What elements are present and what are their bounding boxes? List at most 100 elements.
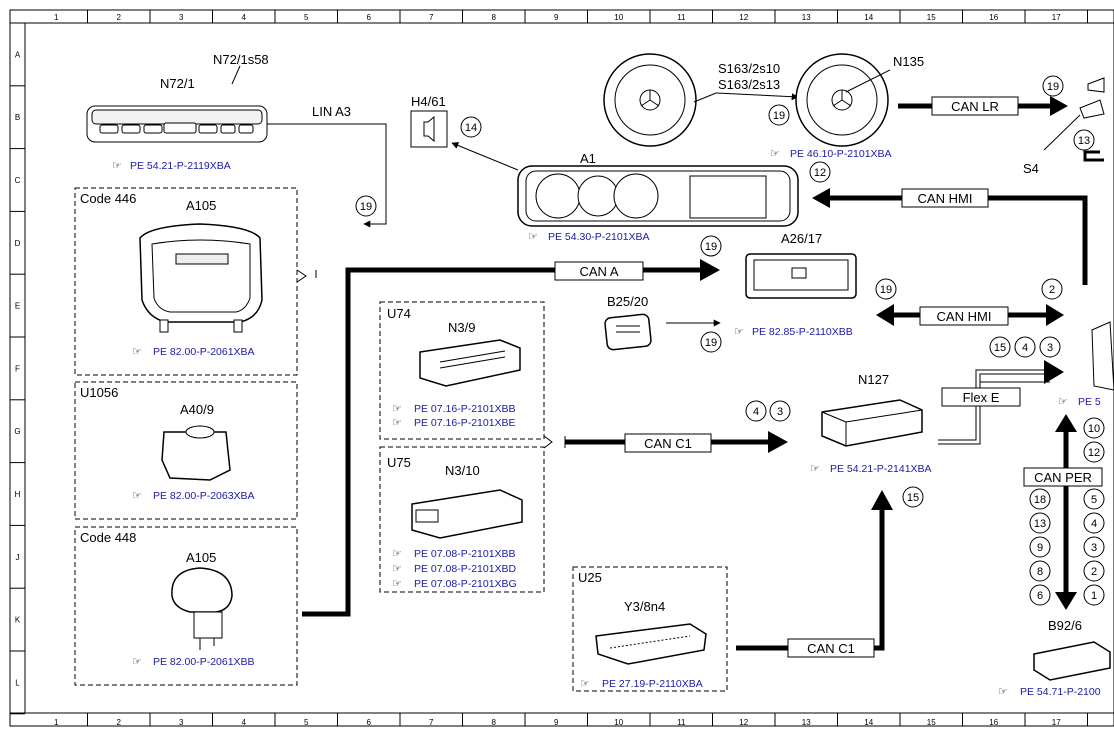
n3-10-ref-3[interactable]: PE 07.08-P-2101XBG <box>414 578 517 590</box>
hand-pointer-icon: ☞ <box>770 148 780 160</box>
a26-17-ref[interactable]: PE 82.85-P-2110XBB <box>752 326 853 338</box>
circle-number-text: 2 <box>1091 566 1097 578</box>
circle-number-text: 4 <box>1091 518 1097 530</box>
code446-ref[interactable]: PE 82.00-P-2061XBA <box>153 346 255 358</box>
n3-9-ref-1[interactable]: PE 07.16-P-2101XBB <box>414 403 516 415</box>
circle-number-text: 10 <box>1088 423 1100 435</box>
n3-10-ref-2[interactable]: PE 07.08-P-2101XBD <box>414 563 517 575</box>
grid-col-label: 9 <box>554 718 559 727</box>
flex-e-number-3: 3 <box>1047 342 1053 354</box>
a1-label: A1 <box>580 151 596 166</box>
grid-col-label: 2 <box>117 13 122 22</box>
grid-col-label: 7 <box>429 718 434 727</box>
u74-group: U74 N3/9 ☞ PE 07.16-P-2101XBB ☞ PE 07.16… <box>379 301 545 440</box>
grid-col-label: 7 <box>429 13 434 22</box>
right-edge-module: ☞ PE 5 <box>1058 321 1114 408</box>
grid-row-label: J <box>16 553 20 562</box>
u74-title: U74 <box>387 306 411 321</box>
lin-a3-label: LIN A3 <box>312 104 351 119</box>
grid-col-label: 14 <box>864 13 873 22</box>
n72-1-ref[interactable]: PE 54.21-P-2119XBA <box>130 160 231 172</box>
grid-col-label: 10 <box>614 13 623 22</box>
grid-col-label: 6 <box>367 718 372 727</box>
hand-pointer-icon: ☞ <box>392 417 402 429</box>
circle-number-text: 8 <box>1037 566 1043 578</box>
circle-number-badge <box>1029 560 1051 582</box>
circle-number-badge <box>1083 536 1105 558</box>
grid-row-label: E <box>15 302 20 311</box>
y3-8n4-label: Y3/8n4 <box>624 599 665 614</box>
n135-component: N135 19 ☞ PE 46.10-P-2101XBA <box>768 53 924 160</box>
right-edge-ref[interactable]: PE 5 <box>1078 396 1101 408</box>
y3-8n4-ref[interactable]: PE 27.19-P-2110XBA <box>602 678 703 690</box>
circle-number-badge <box>1083 584 1105 606</box>
can-a-bus: CAN A 19 <box>296 235 722 617</box>
b92-6-ref[interactable]: PE 54.71-P-2100 <box>1020 686 1101 698</box>
circle-number-text: 3 <box>1091 542 1097 554</box>
grid-col-label: 16 <box>989 718 998 727</box>
circle-number-badge <box>1083 488 1105 510</box>
grid-col-label: 2 <box>117 718 122 727</box>
grid-row-label: G <box>14 427 20 436</box>
n135-label: N135 <box>893 54 924 69</box>
a40-9-ref[interactable]: PE 82.00-P-2063XBA <box>153 490 255 502</box>
b25-20-component: B25/20 19 <box>604 294 722 353</box>
grid-col-label: 13 <box>802 718 811 727</box>
grid-col-label: 15 <box>927 718 936 727</box>
can-lr-label: CAN LR <box>951 99 999 114</box>
s4-number: 13 <box>1078 135 1090 147</box>
code448-title: Code 448 <box>80 530 136 545</box>
grid-row-label: A <box>15 50 21 59</box>
h4-61-number: 14 <box>465 122 477 134</box>
n135-ref[interactable]: PE 46.10-P-2101XBA <box>790 148 892 160</box>
grid-col-label: 8 <box>492 13 497 22</box>
circle-number-text: 18 <box>1034 494 1046 506</box>
u1056-title: U1056 <box>80 385 118 400</box>
can-a-label: CAN A <box>579 264 618 279</box>
steering-wheel-left: S163/2s10 S163/2s13 <box>603 53 799 147</box>
u75-group: U75 N3/10 ☞ PE 07.08-P-2101XBB ☞ PE 07.0… <box>379 446 545 593</box>
flex-e-bus: Flex E 15 4 3 <box>938 336 1064 445</box>
n3-9-ref-2[interactable]: PE 07.16-P-2101XBE <box>414 417 516 429</box>
n72-1-component: N72/1s58 N72/1 PE 54.21-P-2119XBA ☞ <box>86 52 269 172</box>
b92-6-component: B92/6 ☞ PE 54.71-P-2100 <box>998 618 1111 698</box>
hand-pointer-icon: ☞ <box>132 490 142 502</box>
n72-1s58-label: N72/1s58 <box>213 52 269 67</box>
s4-component: S4 13 <box>1023 77 1105 176</box>
grid-col-label: 5 <box>304 13 309 22</box>
grid-col-label: 14 <box>864 718 873 727</box>
grid-col-label: 9 <box>554 13 559 22</box>
s163-2s10-label: S163/2s10 <box>718 61 780 76</box>
n127-ref[interactable]: PE 54.21-P-2141XBA <box>830 463 932 475</box>
code446-title: Code 446 <box>80 191 136 206</box>
grid-col-label: 15 <box>927 13 936 22</box>
hand-pointer-icon: ☞ <box>580 678 590 690</box>
code448-group: Code 448 A105 ☞ PE 82.00-P-2061XBB <box>74 526 298 686</box>
u75-title: U75 <box>387 455 411 470</box>
s163-2s13-label: S163/2s13 <box>718 77 780 92</box>
n3-10-ref-1[interactable]: PE 07.08-P-2101XBB <box>414 548 516 560</box>
can-c1-mid-number-1: 4 <box>753 406 759 418</box>
circle-number-badge <box>1083 417 1105 439</box>
n3-9-label: N3/9 <box>448 320 475 335</box>
grid-col-label: 16 <box>989 13 998 22</box>
code448-ref[interactable]: PE 82.00-P-2061XBB <box>153 656 255 668</box>
grid-col-label: 3 <box>179 13 184 22</box>
grid-row-label: L <box>15 678 20 687</box>
grid-col-label: 17 <box>1052 13 1061 22</box>
can-a-number: 19 <box>705 241 717 253</box>
code446-a105-label: A105 <box>186 198 216 213</box>
circle-number-text: 6 <box>1037 590 1043 602</box>
can-lr-bus: CAN LR 19 <box>898 75 1068 116</box>
hand-pointer-icon: ☞ <box>392 403 402 415</box>
circle-number-badge <box>1083 441 1105 463</box>
circle-number-badge <box>1029 536 1051 558</box>
can-c1-mid-number-2: 3 <box>777 406 783 418</box>
hand-pointer-icon: ☞ <box>528 231 538 243</box>
grid-col-label: 3 <box>179 718 184 727</box>
a1-ref[interactable]: PE 54.30-P-2101XBA <box>548 231 650 243</box>
u1056-group: U1056 A40/9 ☞ PE 82.00-P-2063XBA <box>74 381 298 520</box>
hand-pointer-icon: ☞ <box>734 326 744 338</box>
grid-col-label: 6 <box>367 13 372 22</box>
